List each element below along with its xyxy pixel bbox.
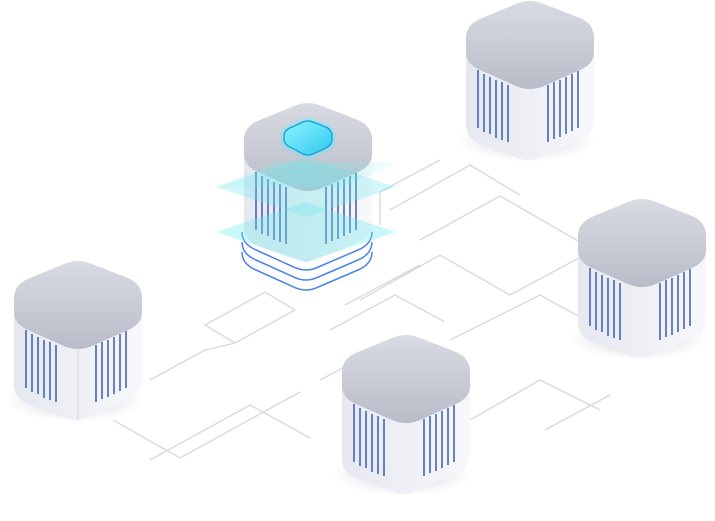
rack-lines [25,330,127,402]
hub-server-cube-icon [216,103,400,291]
ring-stack [241,231,373,291]
glow-icon [280,117,336,159]
server-cube-icon [5,261,145,422]
scan-planes [216,157,400,262]
server-cube-icon [457,1,597,162]
server-cube-icon [569,199,709,360]
network-lines [112,159,611,461]
server-cube-icon [333,335,473,496]
